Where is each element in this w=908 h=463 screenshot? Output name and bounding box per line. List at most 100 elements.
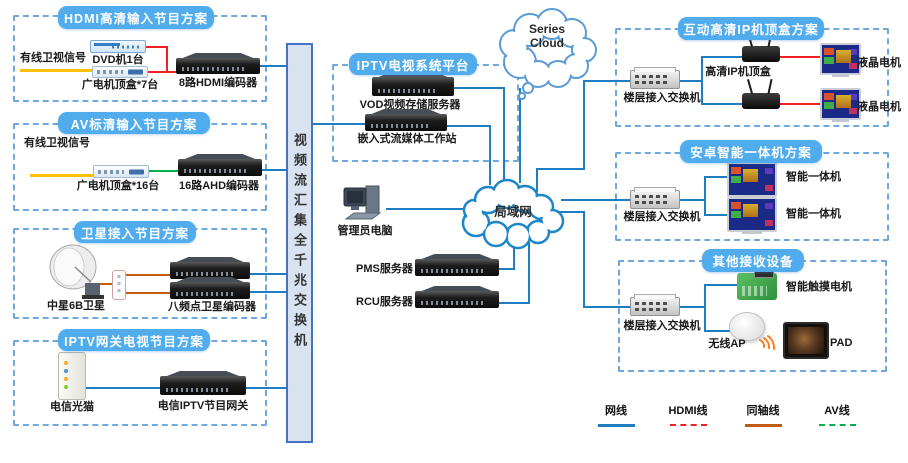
floor-switch-label-3: 楼层接入交换机 (623, 320, 701, 332)
network-line (536, 168, 583, 170)
smart-aio-device-2 (727, 197, 777, 234)
smart-aio-label-2: 智能一体机 (786, 208, 841, 220)
network-line (246, 387, 286, 389)
network-line (84, 387, 160, 389)
floor-switch-device-3 (630, 294, 680, 316)
network-line (701, 56, 742, 58)
network-line (583, 80, 630, 82)
network-line (704, 284, 737, 286)
series-cloud-label: Series Cloud (528, 22, 566, 50)
network-line (528, 242, 530, 304)
admin-computer (343, 185, 382, 220)
smart-touch-device (737, 265, 777, 300)
cable-stb-label-2: 广电机顶盒*16台 (76, 180, 160, 192)
network-line (250, 273, 286, 275)
network-line (583, 306, 630, 308)
cable-stb-device-2 (93, 165, 149, 178)
network-line (704, 284, 706, 331)
hdmi-line (166, 46, 168, 71)
satellite-encoder-device-1 (170, 262, 250, 279)
lcd-tv-label-2: 液晶电机 (857, 101, 901, 113)
legend-av-label: AV线 (824, 405, 850, 417)
floor-switch-label-1: 楼层接入交换机 (623, 92, 701, 104)
network-line (536, 168, 538, 192)
legend-coax-label: 同轴线 (746, 405, 780, 417)
smart-touch-label: 智能触摸电机 (786, 281, 852, 293)
network-line (513, 242, 515, 270)
legend-network-swatch (597, 424, 635, 427)
satellite-dish (49, 244, 104, 299)
floor-switch-device-1 (630, 67, 680, 89)
core-switch-label: 视频流汇集全千兆交换机 (292, 133, 307, 353)
streaming-workstation-label: 嵌入式流媒体工作站 (357, 133, 457, 145)
hdmi-line (780, 103, 820, 105)
network-line (262, 169, 286, 171)
admin-computer-label: 管理员电脑 (337, 225, 393, 237)
network-line (454, 87, 503, 89)
network-line (583, 211, 585, 306)
network-line (704, 330, 730, 332)
pms-server-device (415, 259, 499, 276)
legend-av-swatch (818, 424, 856, 426)
network-line (678, 199, 704, 201)
satellite-encoder-label: 八频点卫星编码器 (168, 301, 256, 313)
wireless-ap-device (729, 312, 765, 341)
lcd-tv-device-2 (820, 88, 861, 122)
optical-modem-device (58, 352, 86, 400)
network-line (678, 80, 701, 82)
legend-av-cable: AV线 (814, 402, 860, 426)
smart-aio-label-1: 智能一体机 (786, 171, 841, 183)
network-line (250, 291, 286, 293)
ip-stb-box-title: 互动高清IP机顶盒方案 (678, 17, 824, 40)
network-line (678, 306, 704, 308)
lcd-tv-label-1: 液晶电机 (857, 57, 901, 69)
network-line (503, 87, 505, 185)
network-line (704, 214, 727, 216)
network-line (447, 125, 489, 127)
network-line (309, 123, 365, 125)
cable-stb-label-1: 广电机顶盒*7台 (81, 79, 159, 91)
legend-hdmi-cable: HDMI线 (663, 402, 713, 426)
network-line (499, 302, 530, 304)
legend-network-label: 网线 (605, 405, 627, 417)
network-line (583, 80, 585, 170)
streaming-workstation-device (365, 114, 447, 131)
pad-label: PAD (830, 337, 853, 349)
hdmi-encoder-label: 8路HDMI编码器 (178, 77, 258, 89)
hdmi-line (146, 71, 176, 73)
core-aggregation-switch: 视频流汇集全千兆交换机 (286, 43, 313, 443)
coax-line (124, 292, 170, 294)
av-box-title: AV标清输入节目方案 (58, 112, 210, 134)
dvd-player-device (90, 40, 146, 53)
network-line (704, 176, 727, 178)
network-line (704, 176, 706, 215)
floor-switch-device-2 (630, 187, 680, 209)
rcu-server-label: RCU服务器 (356, 296, 413, 308)
lan-cloud-label: 局域网 (494, 205, 532, 219)
iptv-gateway-label: 电信IPTV节目网关 (157, 400, 249, 412)
network-line (701, 103, 742, 105)
satellite-encoder-device-2 (170, 282, 250, 299)
legend-hdmi-label: HDMI线 (668, 405, 708, 417)
legend-network-cable: 网线 (593, 402, 639, 427)
vod-server-label: VOD视频存储服务器 (359, 99, 461, 111)
pad-device (783, 322, 829, 359)
ip-stb-device-1 (742, 46, 780, 62)
network-line (499, 268, 515, 270)
android-box-title: 安卓智能一体机方案 (680, 140, 822, 163)
av-line (147, 170, 178, 172)
cable-signal-label-2: 有线卫视信号 (24, 137, 90, 149)
vod-server-device (372, 77, 454, 96)
network-line (259, 65, 286, 67)
network-line (561, 199, 630, 201)
hdmi-encoder-device (176, 58, 260, 74)
ip-stb-label: 高清IP机顶盒 (705, 66, 771, 78)
cable-stb-device-1 (92, 66, 148, 78)
other-box-title: 其他接收设备 (702, 249, 804, 272)
lcd-tv-device-1 (820, 43, 861, 77)
hdmi-box-title: HDMI高清输入节目方案 (58, 6, 214, 29)
iptv-gateway-device (160, 376, 246, 395)
rcu-server-device (415, 291, 499, 308)
ahd-encoder-device (178, 159, 262, 176)
